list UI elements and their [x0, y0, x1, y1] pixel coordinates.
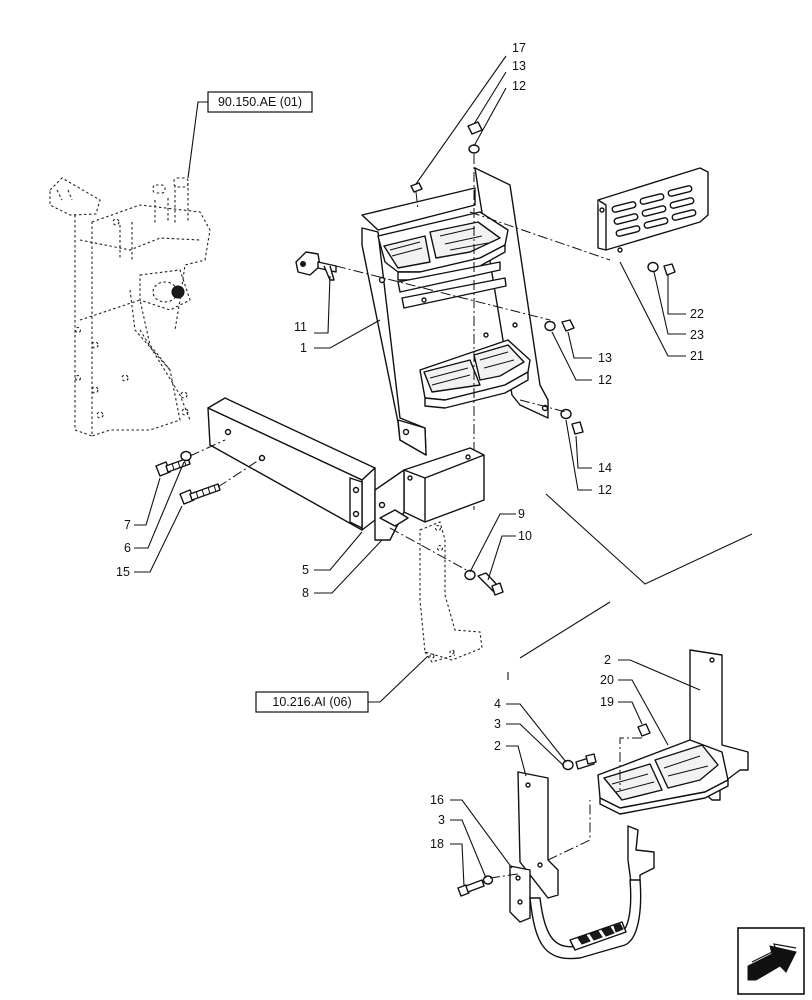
callout-11: 11: [294, 320, 307, 334]
arm-bolts: [155, 439, 263, 505]
ref-leader-90150: [187, 101, 208, 179]
callout-labels: 17 13 12 11 1 22 23 21 13 12 14 12 7 6 1…: [116, 41, 704, 851]
callout-12-low: 12: [598, 483, 612, 497]
section-divider-right: [545, 493, 753, 585]
callout-18: 18: [430, 837, 444, 851]
bolt-22: [663, 263, 676, 276]
callout-22: 22: [690, 307, 704, 321]
callout-13-mid: 13: [598, 351, 612, 365]
ref-leader-10216: [368, 655, 429, 703]
callout-19: 19: [600, 695, 614, 709]
reference-box-90150[interactable]: 90.150.AE (01): [207, 91, 313, 113]
callout-20: 20: [600, 673, 614, 687]
callout-2-right: 2: [604, 653, 611, 667]
callout-4: 4: [494, 697, 501, 711]
washer-bolt-9-10: [464, 569, 504, 596]
ghost-lower-bracket: [389, 521, 483, 663]
support-arm: [207, 397, 485, 541]
nut-13-top: [467, 121, 483, 135]
step-ladder-main: [361, 167, 549, 456]
lower-step-assembly: [457, 649, 749, 960]
leader-lines: [134, 55, 701, 887]
callout-8: 8: [302, 586, 309, 600]
reference-label-90150: 90.150.AE (01): [218, 95, 302, 109]
callout-12-mid: 12: [598, 373, 612, 387]
callout-12: 12: [512, 79, 526, 93]
bolt-14: [571, 421, 584, 435]
section-divider-left: [519, 601, 611, 659]
callout-23: 23: [690, 328, 704, 342]
cover-plate-21: [597, 167, 709, 276]
callout-15: 15: [116, 565, 130, 579]
washer-6: [180, 450, 192, 462]
nut-13-mid: [561, 319, 575, 332]
ghost-frame-assembly: [49, 177, 211, 437]
latch-11: [295, 251, 321, 276]
callout-13: 13: [512, 59, 526, 73]
washer-23: [647, 261, 659, 273]
reference-label-10216: 10.216.AI (06): [272, 695, 351, 709]
callout-10: 10: [518, 529, 532, 543]
callout-5: 5: [302, 563, 309, 577]
next-page-arrow-icon[interactable]: [737, 927, 805, 995]
callout-16: 16: [430, 793, 444, 807]
step-hardware: [295, 121, 611, 510]
callout-7: 7: [124, 518, 131, 532]
callout-3-low: 3: [438, 813, 445, 827]
callout-21: 21: [690, 349, 704, 363]
callout-14: 14: [598, 461, 612, 475]
reference-box-10216[interactable]: 10.216.AI (06): [255, 691, 369, 713]
washer-12-mid: [544, 320, 556, 332]
callout-9: 9: [518, 507, 525, 521]
callout-17: 17: [512, 41, 526, 55]
callout-1: 1: [300, 341, 307, 355]
nut-17: [410, 182, 423, 193]
callout-2-left: 2: [494, 739, 501, 753]
washer-12-top: [468, 144, 480, 154]
callout-6: 6: [124, 541, 131, 555]
callout-3: 3: [494, 717, 501, 731]
